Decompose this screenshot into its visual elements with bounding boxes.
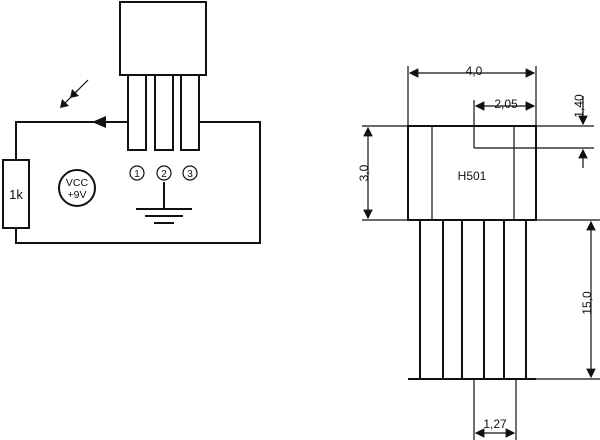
package-body <box>407 125 537 221</box>
package-drawing: H501 4,0 2,05 1,40 3,0 <box>357 64 600 440</box>
lead-3 <box>180 74 200 151</box>
light-arrows-icon <box>60 79 89 108</box>
pin-marker-2 <box>156 165 172 181</box>
pin-number-3: 3 <box>187 169 193 180</box>
current-arrow-icon <box>92 116 106 128</box>
pin-marker-3 <box>182 165 198 181</box>
pin-marker-1 <box>129 165 145 181</box>
pin-number-1: 1 <box>134 169 140 180</box>
vcc-label: VCC <box>66 177 89 189</box>
resistor-label: 1k <box>9 187 23 202</box>
package-leads <box>419 220 527 379</box>
pin-number-2: 2 <box>161 169 167 180</box>
lead-2 <box>154 74 174 151</box>
ground-icon <box>136 208 192 224</box>
vcc-voltage: +9V <box>68 189 87 201</box>
dim-lead-length-label: 15,0 <box>580 291 594 315</box>
lead-1 <box>127 74 147 151</box>
sensor-body <box>119 1 207 76</box>
wire-loop <box>15 121 261 244</box>
circuit-schematic: 1k VCC +9V 1 2 3 <box>2 1 261 244</box>
dim-pitch-label: 1,27 <box>483 417 507 431</box>
vcc-source <box>58 169 96 207</box>
part-label: H501 <box>458 169 487 183</box>
dim-body-height-label: 3,0 <box>357 164 371 181</box>
dim-width-label: 4,0 <box>466 64 483 78</box>
resistor <box>2 159 30 229</box>
dim-thickness-label: 1,40 <box>572 94 586 118</box>
dim-offset-label: 2,05 <box>494 97 518 111</box>
wire-top-left <box>15 121 128 160</box>
